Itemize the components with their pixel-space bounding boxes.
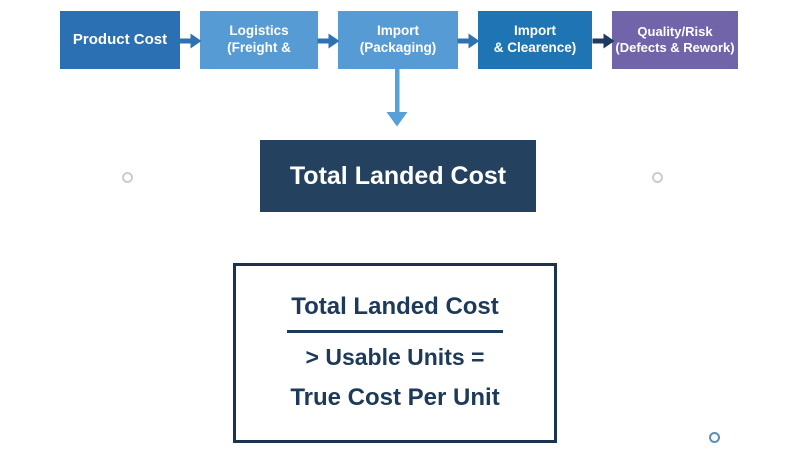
dot-marker-right [652,172,663,183]
flow-box-label: Import & Clearence) [493,23,577,55]
flow-box-label: Import (Packaging) [359,23,437,55]
formula-numerator: Total Landed Cost [291,293,499,320]
flow-box-label: Quality/Risk (Defects & Rework) [615,23,735,55]
division-line [287,330,503,333]
arrow-right-icon [592,33,615,49]
flow-box-label: Logistics (Freight & [227,23,291,55]
flow-box-logistics: Logistics (Freight & [200,11,318,69]
dot-marker-left [122,172,133,183]
flow-box-quality-risk: Quality/Risk (Defects & Rework) [612,11,738,69]
flow-box-product-cost: Product Cost [60,11,180,69]
formula-denominator: > Usable Units = [305,344,485,370]
total-landed-cost-label: Total Landed Cost [289,161,507,190]
arrow-right-icon [317,33,340,49]
dot-marker-bottom-right [709,432,720,443]
total-landed-cost-box: Total Landed Cost [260,140,536,212]
flow-box-import-clearance: Import & Clearence) [478,11,592,69]
formula-result: True Cost Per Unit [290,384,500,411]
flow-box-import-packaging: Import (Packaging) [338,11,458,69]
formula-box: Total Landed Cost > Usable Units = True … [233,263,557,443]
arrow-right-icon [457,33,480,49]
flow-box-label: Product Cost [72,30,168,48]
arrow-down-icon [386,69,408,127]
arrow-right-icon [179,33,202,49]
